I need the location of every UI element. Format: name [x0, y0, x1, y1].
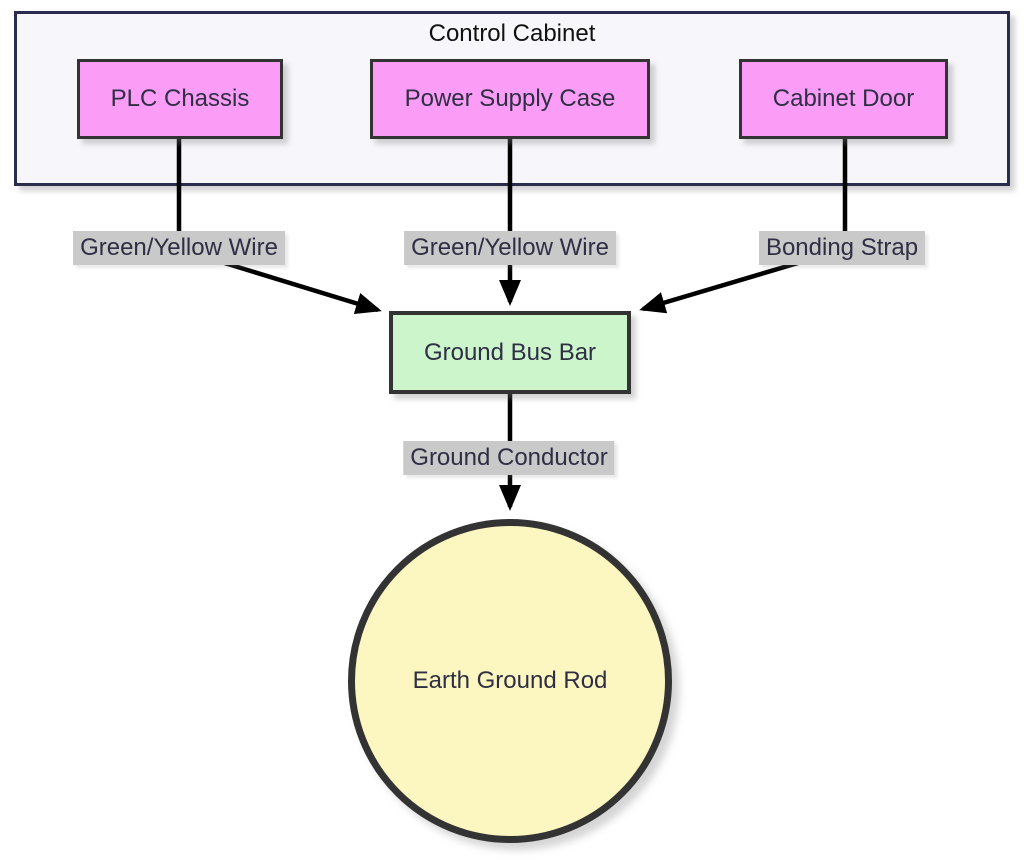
- edge-label-bonding-strap: Bonding Strap: [758, 231, 926, 265]
- node-plc-chassis: PLC Chassis: [77, 59, 283, 139]
- cabinet-title: Control Cabinet: [428, 20, 596, 47]
- node-power-supply-case: Power Supply Case: [370, 59, 650, 139]
- edge-label-ground-conductor: Ground Conductor: [403, 441, 615, 475]
- edge-label-green-yellow-wire-1: Green/Yellow Wire: [73, 231, 285, 265]
- node-ground-bus-bar: Ground Bus Bar: [389, 311, 631, 394]
- node-power-supply-case-label: Power Supply Case: [404, 85, 616, 112]
- node-earth-ground-rod: Earth Ground Rod: [348, 519, 672, 843]
- node-cabinet-door-label: Cabinet Door: [772, 85, 915, 112]
- node-cabinet-door: Cabinet Door: [739, 59, 948, 139]
- node-ground-bus-bar-label: Ground Bus Bar: [423, 338, 597, 366]
- edge-plc-to-busbar: [176, 139, 382, 315]
- edge-door-to-busbar: [639, 139, 848, 314]
- node-earth-ground-rod-label: Earth Ground Rod: [412, 667, 608, 694]
- edge-label-green-yellow-wire-2: Green/Yellow Wire: [404, 231, 616, 265]
- node-plc-chassis-label: PLC Chassis: [110, 85, 250, 112]
